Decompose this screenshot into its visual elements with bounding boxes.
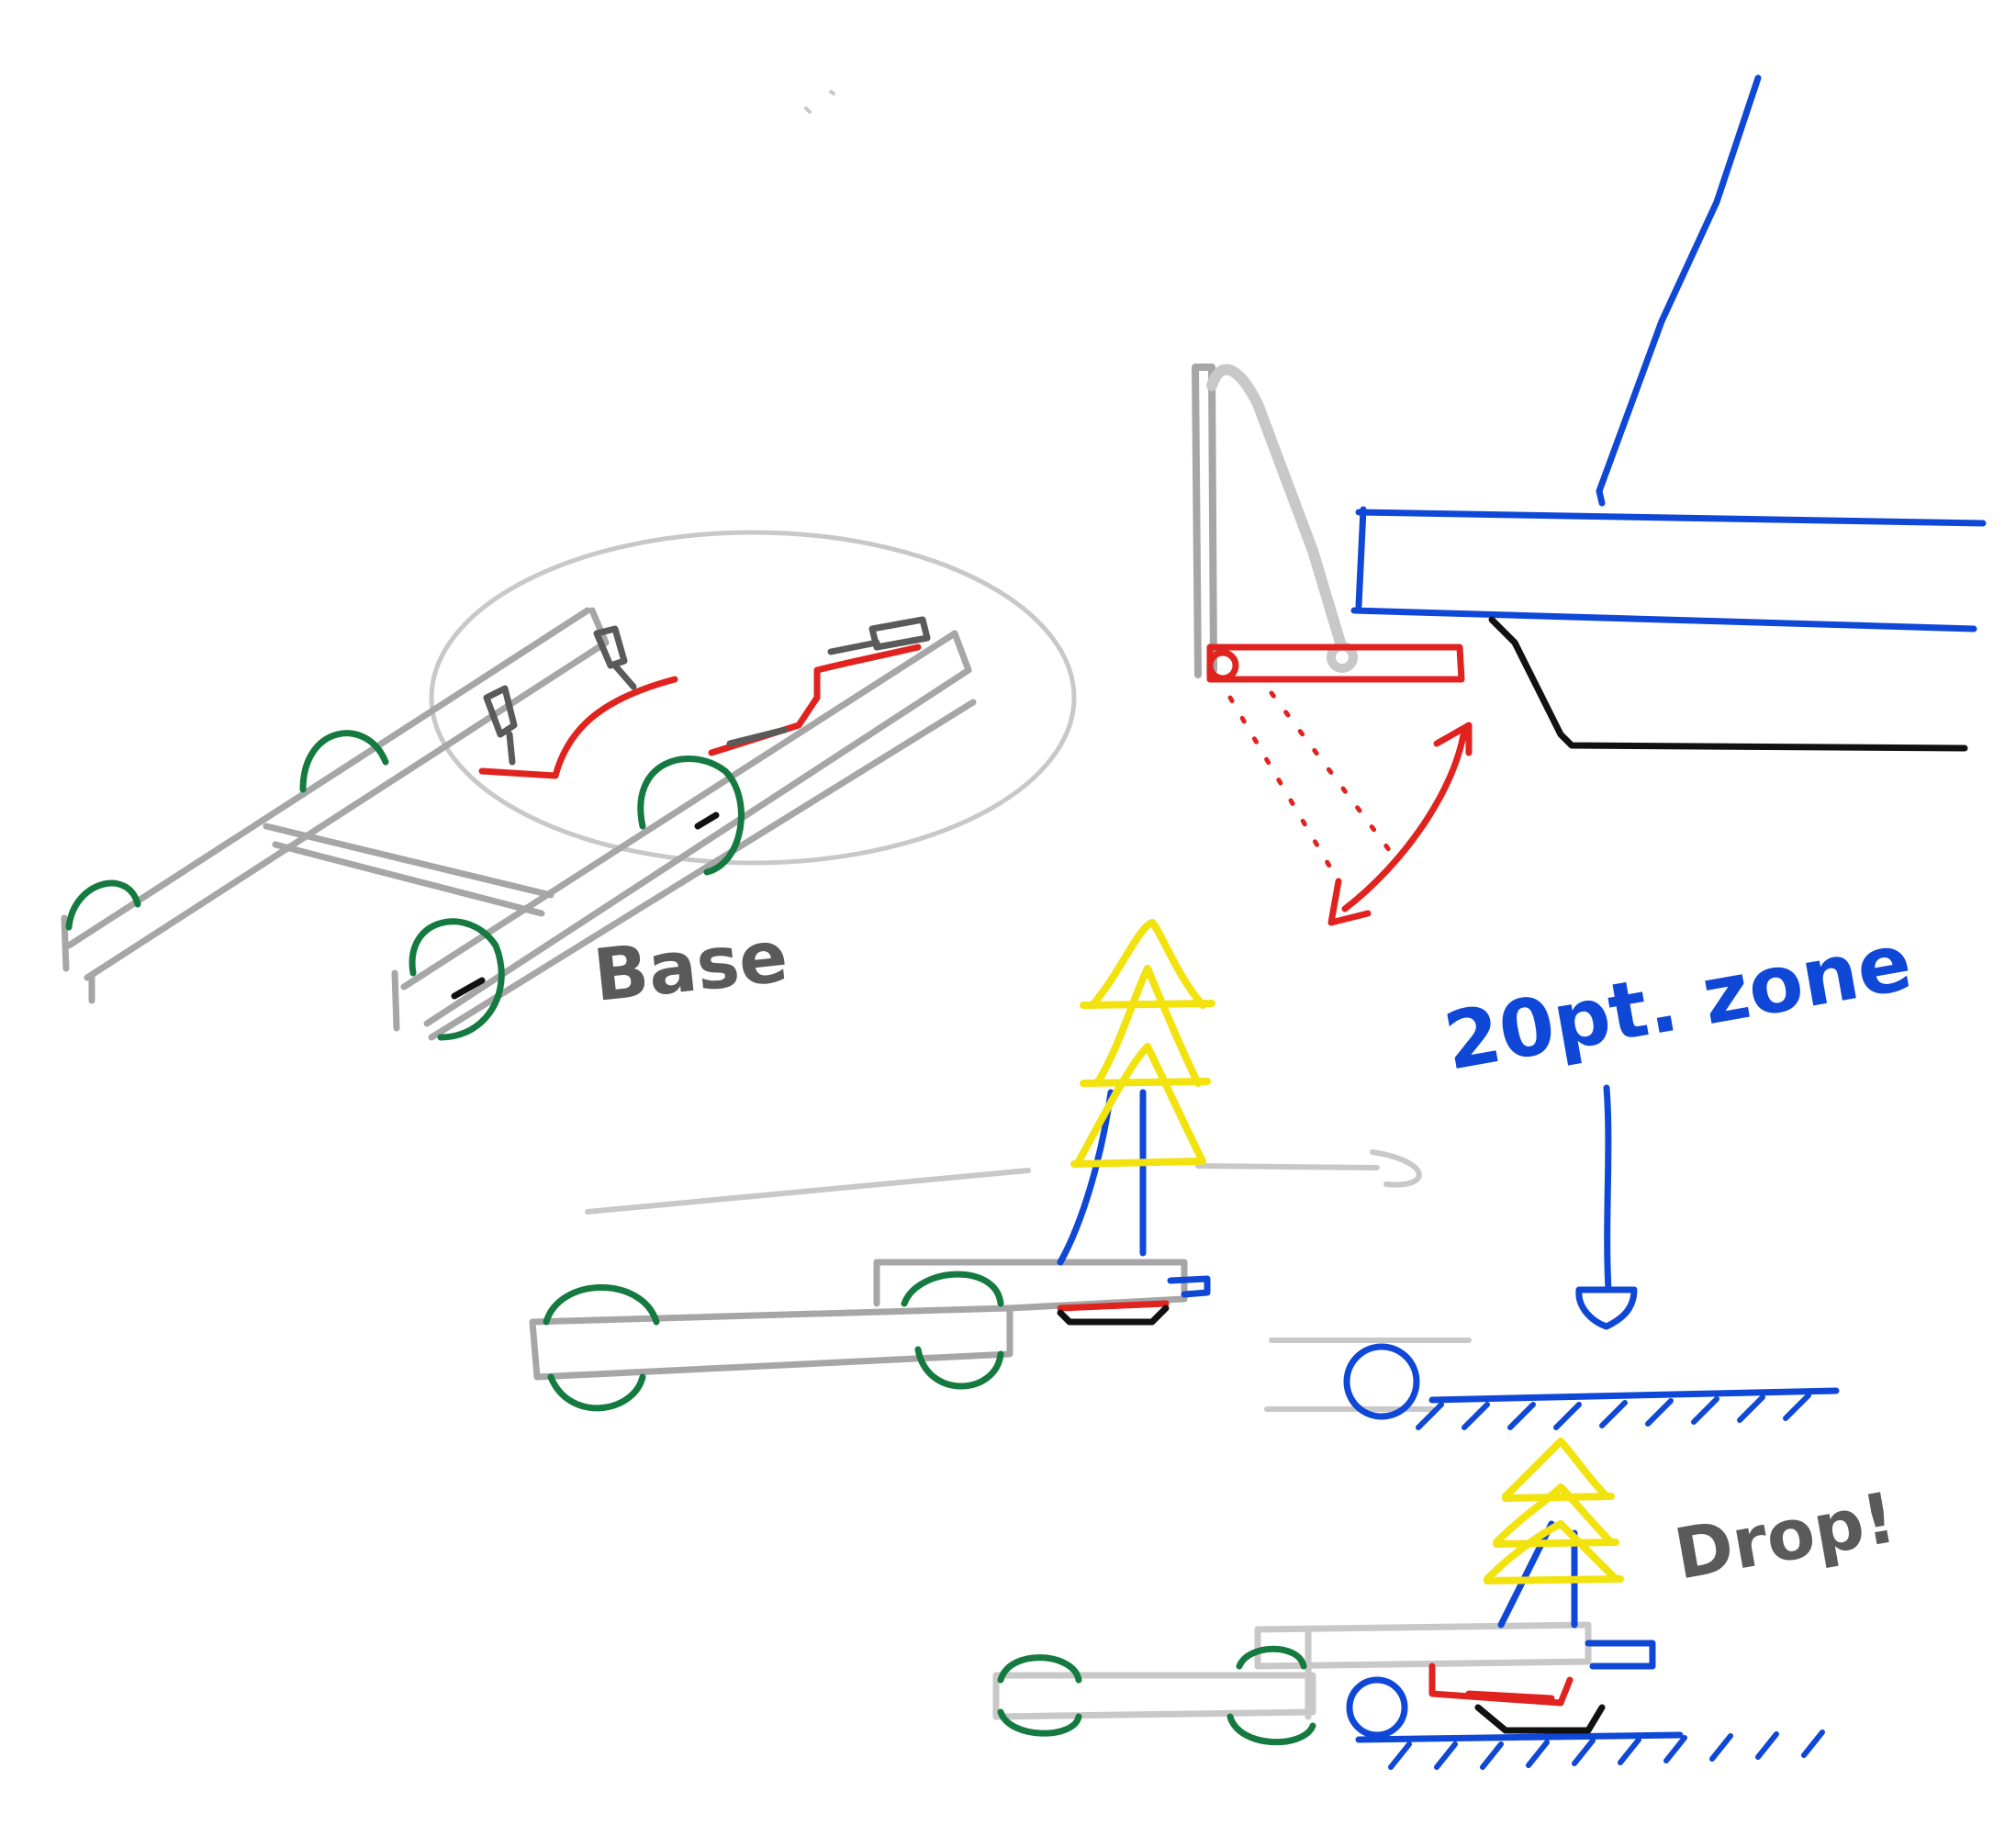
robot-drop-view <box>992 1438 1825 1770</box>
wheel-front-left <box>299 730 389 793</box>
motion-arrow <box>1195 1149 1422 1188</box>
arm-swing-arrowhead-bottom <box>1327 878 1372 926</box>
robot-carry-view <box>529 919 1422 1412</box>
drop-label: Drop! <box>1669 1476 1902 1595</box>
wheel-rear-right <box>409 918 505 1041</box>
wheel-front-right <box>637 756 745 876</box>
right-rail <box>391 630 977 1041</box>
chassis-drop <box>992 1621 1592 1720</box>
ground-peg-drop <box>1346 1676 1408 1739</box>
zone-indicator <box>1264 1084 1840 1430</box>
cross-beam <box>263 823 554 917</box>
platform-bottom-edge <box>1350 607 1977 633</box>
platform-top-edge <box>1355 509 1987 527</box>
wheels-drop <box>997 1645 1316 1746</box>
ground-line <box>1428 1387 1840 1404</box>
platform-leg <box>1488 616 1968 752</box>
arm-linkages <box>478 644 922 779</box>
hinge-carry <box>1057 1304 1170 1326</box>
isometric-robot-base <box>61 530 1077 1041</box>
gripper-carry <box>1167 1275 1211 1298</box>
ground-peg <box>1343 1343 1420 1420</box>
cone-carry <box>1070 919 1215 1168</box>
stray-marks <box>804 90 835 114</box>
zone-arrow <box>1603 1084 1612 1293</box>
arm-hinge <box>1206 649 1239 682</box>
axle-marks <box>451 812 720 1000</box>
drop-ground-line <box>1355 1731 1684 1743</box>
platform-support-pole <box>1596 74 1762 507</box>
base-label: Base <box>590 915 792 1018</box>
zone-arrowhead <box>1575 1286 1638 1330</box>
platform-front-edge <box>1355 506 1367 610</box>
cone-drop <box>1484 1438 1624 1584</box>
wheels-carry <box>543 1271 1004 1412</box>
arm-swing-arrow <box>1341 726 1468 912</box>
motion-line <box>585 1168 1031 1215</box>
arm-carry <box>1057 1300 1170 1312</box>
arm-drop <box>1428 1662 1574 1707</box>
wheel-rear-left <box>65 879 141 931</box>
swing-arm-mechanism <box>1192 364 1473 926</box>
arm-swing-arrowhead-top <box>1433 722 1473 756</box>
latches <box>483 616 931 766</box>
left-rail <box>61 607 610 1004</box>
arm-swing-dotted <box>1227 690 1398 879</box>
arm-piston <box>1206 364 1346 648</box>
base-wheels <box>65 730 745 1041</box>
arm-tower <box>1192 364 1217 678</box>
gripper-drop <box>1585 1640 1656 1670</box>
zoom-highlight-ellipse <box>429 530 1077 866</box>
scoring-platform <box>1350 74 1987 633</box>
zone-label: 20pt. zone <box>1438 916 1918 1089</box>
ground-hatching <box>1416 1393 1811 1430</box>
hinge-drop <box>1474 1704 1606 1734</box>
drop-ground-hatching <box>1388 1730 1825 1770</box>
